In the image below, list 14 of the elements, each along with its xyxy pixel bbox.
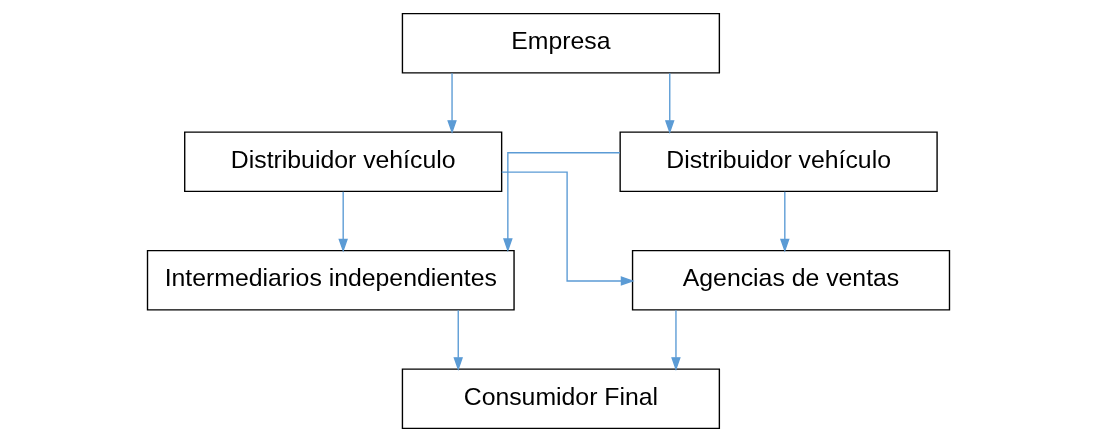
arrow	[337, 190, 348, 253]
arrow	[670, 309, 681, 371]
arrow	[664, 72, 675, 134]
node-box: Distribuidor vehículo	[618, 131, 938, 193]
node-box: Empresa	[401, 12, 720, 74]
node-box: Agencias de ventas	[631, 249, 950, 311]
arrow	[779, 190, 790, 253]
arrow	[502, 152, 621, 253]
arrow	[500, 171, 635, 286]
arrow	[452, 309, 463, 371]
node-box: Consumidor Final	[401, 368, 720, 430]
node-box: Intermediarios independientes	[146, 249, 515, 311]
node-box: Distribuidor vehículo	[183, 131, 502, 193]
arrow	[446, 72, 457, 134]
